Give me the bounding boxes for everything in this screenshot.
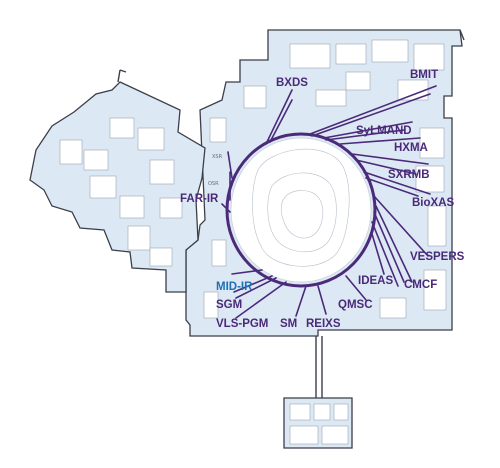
label-bioxas[interactable]: BioXAS	[412, 197, 455, 209]
osr-label: OSR	[208, 181, 219, 187]
beamline-bxds	[265, 89, 293, 145]
label-vls-pgm[interactable]: VLS-PGM	[216, 318, 268, 330]
label-bmit[interactable]: BMIT	[410, 69, 438, 81]
beamline-mid-ir	[231, 269, 263, 275]
label-far-ir[interactable]: FAR-IR	[180, 193, 219, 205]
label-qmsc[interactable]: QMSC	[338, 299, 373, 311]
beamline-reixs	[317, 285, 327, 315]
annex-outline	[117, 29, 465, 83]
label-vespers[interactable]: VESPERS	[410, 251, 465, 263]
label-hxma[interactable]: HXMA	[394, 142, 428, 154]
interior-rooms	[59, 39, 447, 445]
beamline-ideas	[371, 233, 385, 275]
west-wing-floor	[29, 81, 206, 293]
label-reixs[interactable]: REIXS	[306, 318, 341, 330]
beamline-vespers	[373, 195, 429, 257]
storage-ring-infield	[230, 137, 372, 283]
xsr-label: XSR	[212, 154, 223, 160]
label-cmcf[interactable]: CMCF	[404, 279, 437, 291]
beamline-bioxas	[363, 171, 431, 195]
label-sxrmb[interactable]: SXRMB	[388, 169, 430, 181]
beamline-far-ir	[221, 203, 231, 213]
beamline-sgm	[235, 277, 277, 299]
label-mid-ir[interactable]: MID-IR	[216, 281, 253, 293]
label-ideas[interactable]: IDEAS	[358, 275, 393, 287]
beamline-cmcf	[375, 205, 413, 283]
beamline-sm	[295, 285, 307, 317]
label-bxds[interactable]: BXDS	[276, 77, 308, 89]
label-sylmand[interactable]: SyLMAND	[356, 125, 412, 137]
beamline-sxrmb	[351, 153, 429, 165]
label-sm[interactable]: SM	[280, 318, 297, 330]
beamline-hxma	[339, 137, 421, 145]
corridor	[315, 336, 323, 400]
beamline-vls-pgm	[235, 281, 287, 319]
beamline-sylmand	[323, 121, 413, 139]
beamline-qmsc	[345, 275, 367, 301]
label-sgm[interactable]: SGM	[216, 299, 242, 311]
beamline-bmit	[309, 85, 437, 135]
beamlines	[221, 85, 437, 319]
